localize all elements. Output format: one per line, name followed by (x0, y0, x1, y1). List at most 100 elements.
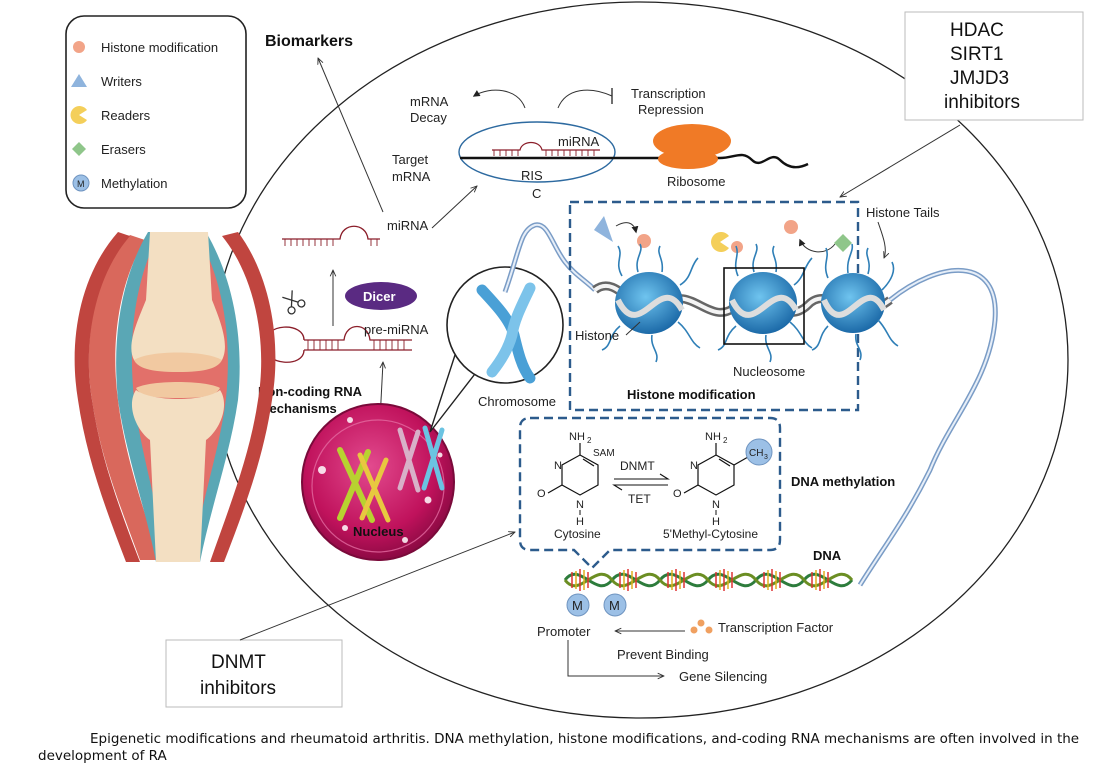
methyl-mark (566, 593, 590, 617)
mirna-comb (493, 150, 595, 156)
risc-complex (458, 121, 616, 183)
mrna-decay-label: mRNA (410, 94, 449, 109)
risc-label: C (532, 186, 541, 201)
ribosome-label: Ribosome (667, 174, 726, 189)
dnmt-inhibitor-arrow (239, 532, 515, 641)
eraser-action-arrow (798, 238, 836, 253)
chromosome-label: Chromosome (478, 394, 556, 409)
ch3-sub: 3 (764, 454, 768, 461)
eraser-diamond-icon (834, 234, 852, 252)
cytosine-structure (547, 443, 599, 496)
transcription-factor-dot (690, 626, 698, 634)
ribosome-small-subunit (658, 149, 718, 169)
forward-reaction-arrow (614, 473, 670, 480)
readers-legend-icon (70, 106, 87, 124)
cytosine-nh2-sub: 2 (587, 436, 592, 445)
histone-tails-arrow (877, 221, 885, 258)
writer-triangle-icon (594, 216, 613, 242)
target-mrna-label: mRNA (392, 169, 431, 184)
noncoding-rna-label: Non-coding RNA (258, 384, 363, 399)
dna-fiber-tail-core (859, 269, 997, 586)
ribosome-large-subunit (653, 124, 731, 158)
methylcytosine-label: 5'Methyl-Cytosine (663, 527, 758, 541)
mrna-decay-label: Decay (410, 110, 447, 125)
biomarkers-arrow (318, 58, 384, 213)
cytosine-o-label: O (537, 488, 546, 500)
legend: Histone modification Writers Readers Era… (65, 15, 247, 209)
erasers-legend-icon (72, 142, 86, 156)
methylcytosine-n-label: N (712, 499, 720, 511)
mirna-hairpin-comb (284, 239, 378, 246)
legend-label: Readers (101, 108, 151, 123)
nucleosome-label: Nucleosome (733, 364, 805, 379)
writer-action-arrow (615, 222, 639, 234)
promoter-label: Promoter (537, 624, 591, 639)
figure-caption: Epigenetic modifications and rheumatoid … (38, 731, 1088, 765)
tet-label: TET (628, 492, 651, 506)
dnmt-inhibitors-callout: DNMT inhibitors (165, 639, 343, 708)
transcription-repression-label: Transcription (631, 86, 706, 101)
mirna-hairpin (282, 225, 380, 240)
methylcytosine-structure (683, 443, 749, 496)
epigenetics-diagram: Histone modification Writers Readers Era… (65, 1, 1084, 719)
reverse-reaction-arrow (612, 484, 668, 491)
magnifier-connector (429, 354, 479, 433)
histone-tails-label: Histone Tails (866, 205, 940, 220)
methyl-mark-glyph: M (572, 598, 583, 613)
risc-mirna-label: miRNA (558, 134, 599, 149)
sirt1-label: SIRT1 (950, 44, 1004, 65)
histone-modification-legend-icon (73, 41, 85, 53)
legend-label: Histone modification (101, 40, 218, 55)
histone-mark-icon (784, 220, 798, 234)
dna-double-helix (563, 569, 854, 591)
prevent-binding-label: Prevent Binding (617, 647, 709, 662)
legend-label: Erasers (101, 142, 146, 157)
repression-arrow (557, 89, 613, 109)
methyl-mark (603, 593, 627, 617)
reader-pacman-icon (711, 232, 729, 252)
dna-fiber-core (504, 223, 596, 293)
legend-label: Methylation (101, 176, 167, 191)
methylcytosine-n-label: N (690, 460, 698, 472)
ch3-label: CH (749, 448, 763, 459)
caption-text: Epigenetic modifications and rheumatoid … (38, 731, 1080, 764)
knee-joint-illustration (74, 232, 276, 562)
dicer-label: Dicer (363, 289, 396, 304)
legend-glyph: M (77, 179, 85, 189)
nucleus-label: Nucleus (353, 524, 404, 539)
histone-modification-label: Histone modification (627, 387, 756, 402)
risc-label: RIS (521, 168, 543, 183)
chromosome-icon (476, 282, 536, 384)
noncoding-rna-label: mechanisms (258, 401, 337, 416)
transcription-factor-dot (705, 626, 713, 634)
dicer-enzyme (345, 282, 417, 310)
histone-pointer (625, 321, 641, 336)
target-mrna-strand (460, 153, 809, 169)
dnmt-inhibitor-label: inhibitors (200, 678, 276, 699)
cytosine-h-label: H (576, 516, 584, 528)
gene-silencing-label: Gene Silencing (679, 669, 767, 684)
mrna-decay-arrow (472, 89, 526, 109)
hdac-label: HDAC (950, 20, 1004, 41)
transcription-factor-label: Transcription Factor (718, 620, 834, 635)
target-mrna-label: Target (392, 152, 429, 167)
histone-label: Histone (575, 328, 619, 343)
methylation-legend-icon (72, 174, 90, 192)
dnmt-label: DNMT (620, 459, 655, 473)
mirna-strand (492, 141, 600, 151)
methylcytosine-o-label: O (673, 488, 682, 500)
hdac-inhibitors-callout: HDAC SIRT1 JMJD3 inhibitors (904, 11, 1084, 121)
cytosine-nh2: NH (569, 431, 585, 443)
jmjd3-label: JMJD3 (950, 68, 1009, 89)
sam-label: SAM (593, 448, 615, 459)
gene-silencing-arrow (567, 640, 664, 676)
nucleosome-array (592, 243, 899, 363)
writers-legend-icon (71, 74, 87, 87)
nucleosome-highlight-box (723, 267, 805, 345)
hdac-inhibitors-label: inhibitors (944, 92, 1020, 113)
methylcytosine-nh2-sub: 2 (723, 436, 728, 445)
legend-label: Writers (101, 74, 142, 89)
mirna-to-risc-arrow (431, 186, 477, 229)
pre-mirna-hairpin (263, 325, 412, 363)
histone-mark-icon (637, 234, 651, 248)
